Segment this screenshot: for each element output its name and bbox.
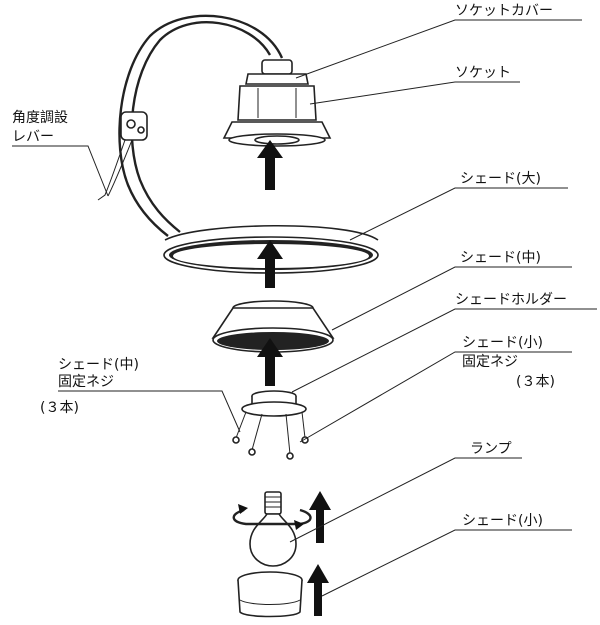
up-arrow-icon	[309, 491, 331, 543]
label-shade-small-screw-line3: (３本)	[516, 374, 555, 390]
socket-cover	[237, 59, 317, 121]
socket	[222, 121, 332, 147]
assembly-arrows	[257, 140, 331, 616]
label-angle-lever-line2: レバー	[12, 129, 54, 145]
label-shade-medium: シェード(中)	[460, 250, 541, 266]
labels: ソケットカバー ソケット 角度調設 レバー シェード(大) シェード(中) シェ…	[12, 3, 567, 529]
up-arrow-icon	[307, 564, 329, 616]
label-angle-lever-line1: 角度調設	[12, 110, 68, 126]
shade-medium	[211, 300, 335, 353]
leader-lines	[12, 19, 597, 597]
shade-small	[237, 571, 303, 618]
label-shade-medium-screw-line1: シェード(中)	[58, 357, 139, 373]
label-shade-holder: シェードホルダー	[455, 292, 567, 308]
up-arrow-icon	[257, 140, 283, 190]
label-lamp: ランプ	[470, 441, 512, 457]
shade-holder	[232, 390, 309, 460]
up-arrow-icon	[257, 240, 283, 288]
label-shade-medium-screw-line2: 固定ネジ	[58, 374, 114, 390]
up-arrow-icon	[257, 338, 283, 386]
lamp-bulb	[249, 491, 297, 567]
label-shade-medium-screw-line3: (３本)	[40, 400, 79, 416]
label-shade-large: シェード(大)	[460, 171, 541, 187]
rotate-icon	[232, 504, 312, 530]
label-shade-small-screw-line2: 固定ネジ	[462, 354, 518, 370]
angle-adjust-lever	[97, 111, 148, 201]
label-socket: ソケット	[455, 65, 511, 81]
label-shade-small-screw-line1: シェード(小)	[462, 335, 543, 351]
lamp-arm	[118, 14, 284, 237]
label-shade-small: シェード(小)	[462, 513, 543, 529]
label-socket-cover: ソケットカバー	[455, 3, 553, 19]
